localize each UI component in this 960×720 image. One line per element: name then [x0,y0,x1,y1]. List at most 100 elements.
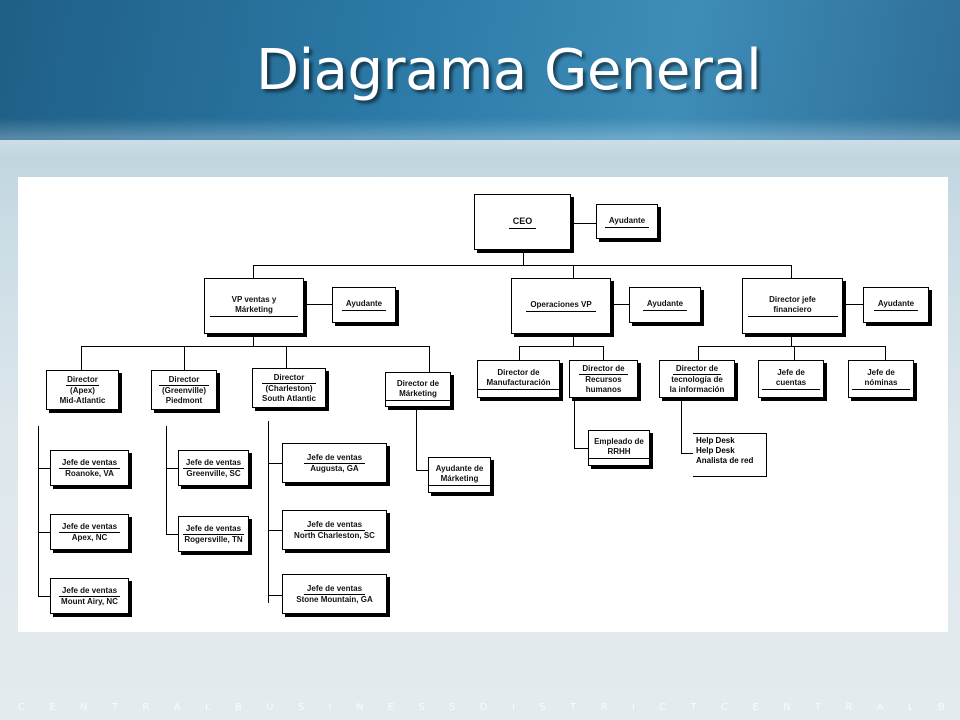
connector [184,346,186,370]
sales-manager-greenville-title: Jefe de ventas [182,458,245,469]
connector [81,346,83,370]
connector [268,421,270,603]
org-chart: CEO Ayudante VP ventas y Márketing Ayuda… [18,177,948,632]
connector [166,534,178,536]
it-staff-group: Help Desk Help Desk Analista de red [693,433,767,477]
sales-manager-rogersville-title: Jefe de ventas [182,524,245,535]
it-helpdesk-2: Help Desk [696,446,735,455]
sales-manager-augusta-box: Jefe de ventas Augusta, GA [282,443,387,483]
sales-manager-apex-title: Jefe de ventas [58,522,121,533]
payroll-chief-box: Jefe de nóminas [848,360,914,398]
hr-employee-box: Empleado de RRHH [588,430,650,466]
sales-manager-augusta-title: Jefe de ventas [303,453,366,464]
director-greenville-box: Director (Greenville) Piedmont [151,370,217,410]
connector [253,265,791,267]
vp-sales-box: VP ventas y Márketing [204,278,304,334]
connector [885,346,887,360]
connector [253,334,255,346]
director-charleston-location: (Charleston) [262,382,316,394]
director-hr-line2: Recursos [585,374,622,384]
connector [81,346,429,348]
connector [38,532,50,534]
connector [523,252,525,265]
title-banner [0,0,960,140]
sales-manager-northcharleston-box: Jefe de ventas North Charleston, SC [282,510,387,550]
director-marketing-label: Director de Márketing [386,379,450,401]
ops-vp-box: Operaciones VP [511,278,611,334]
ops-vp-assistant-label: Ayudante [642,299,688,311]
director-it-line1: Director de [672,364,722,375]
director-manufacturing-label: Director de Manufacturación [478,368,559,390]
connector [573,334,575,346]
sales-manager-greenville-box: Jefe de ventas Greenville, SC [178,450,249,486]
director-it-line3: la información [669,384,725,394]
connector [429,346,431,373]
connector [286,346,288,370]
sales-manager-stonemountain-location: Stone Mountain, GA [296,594,373,604]
connector [843,304,863,306]
vp-sales-assistant-box: Ayudante [332,287,396,323]
it-helpdesk-1: Help Desk [696,436,735,445]
sales-manager-northcharleston-title: Jefe de ventas [303,520,366,531]
director-hr-line1: Director de [579,364,628,375]
connector [38,426,40,596]
connector [38,468,50,470]
director-it-box: Director de tecnología de la información [659,360,735,398]
connector [268,463,282,465]
director-greenville-title: Director [168,374,200,384]
sales-manager-mountairy-location: Mount Airy, NC [61,596,118,606]
connector [794,346,796,360]
ops-vp-label: Operaciones VP [526,300,596,312]
payroll-chief-label: Jefe de nóminas [852,368,910,390]
connector [698,346,700,360]
director-greenville-region: Piedmont [165,395,203,405]
connector [681,453,693,455]
connector [166,468,178,470]
connector [698,346,885,348]
it-network-analyst: Analista de red [696,456,754,465]
director-hr-box: Director de Recursos humanos [569,360,638,398]
director-charleston-box: Director (Charleston) South Atlantic [252,368,326,408]
cfo-label: Director jefe financiero [747,295,838,317]
connector [574,398,576,448]
connector [791,265,793,278]
accounts-chief-box: Jefe de cuentas [758,360,824,398]
connector [268,530,282,532]
director-it-line2: tecnología de [671,374,723,384]
connector [519,346,603,348]
connector [519,346,521,360]
vp-sales-label: VP ventas y Márketing [210,295,298,317]
cfo-box: Director jefe financiero [742,278,843,334]
director-apex-location: (Apex) [66,384,99,396]
ops-vp-assistant-box: Ayudante [629,287,701,323]
connector [571,223,596,225]
sales-manager-augusta-location: Augusta, GA [310,463,359,473]
sales-manager-roanoke-title: Jefe de ventas [58,458,121,469]
director-charleston-title: Director [273,372,305,382]
banner-highlight [0,118,960,158]
marketing-assistant-box: Ayudante de Márketing [428,457,491,493]
sales-manager-greenville-location: Greenville, SC [186,468,241,478]
ceo-box: CEO [474,194,571,250]
sales-manager-roanoke-box: Jefe de ventas Roanoke, VA [50,450,129,486]
connector [304,304,332,306]
cfo-assistant-box: Ayudante [863,287,929,323]
connector [38,596,50,598]
sales-manager-mountairy-title: Jefe de ventas [58,586,121,597]
director-charleston-region: South Atlantic [262,393,316,403]
director-apex-box: Director (Apex) Mid-Atlantic [46,370,119,410]
marketing-assistant-label: Ayudante de Márketing [429,464,490,486]
director-hr-line3: humanos [585,384,622,394]
sales-manager-apex-location: Apex, NC [71,532,108,542]
hr-employee-label: Empleado de RRHH [589,437,649,459]
connector [573,265,575,278]
connector [574,448,588,450]
director-manufacturing-box: Director de Manufacturación [477,360,560,398]
sales-manager-roanoke-location: Roanoke, VA [65,468,114,478]
slide-title: Diagrama General [256,38,762,103]
sales-manager-northcharleston-location: North Charleston, SC [294,530,375,540]
sales-manager-apex-box: Jefe de ventas Apex, NC [50,514,129,550]
sales-manager-mountairy-box: Jefe de ventas Mount Airy, NC [50,578,129,614]
sales-manager-rogersville-location: Rogersville, TN [184,534,243,544]
connector [166,426,168,534]
